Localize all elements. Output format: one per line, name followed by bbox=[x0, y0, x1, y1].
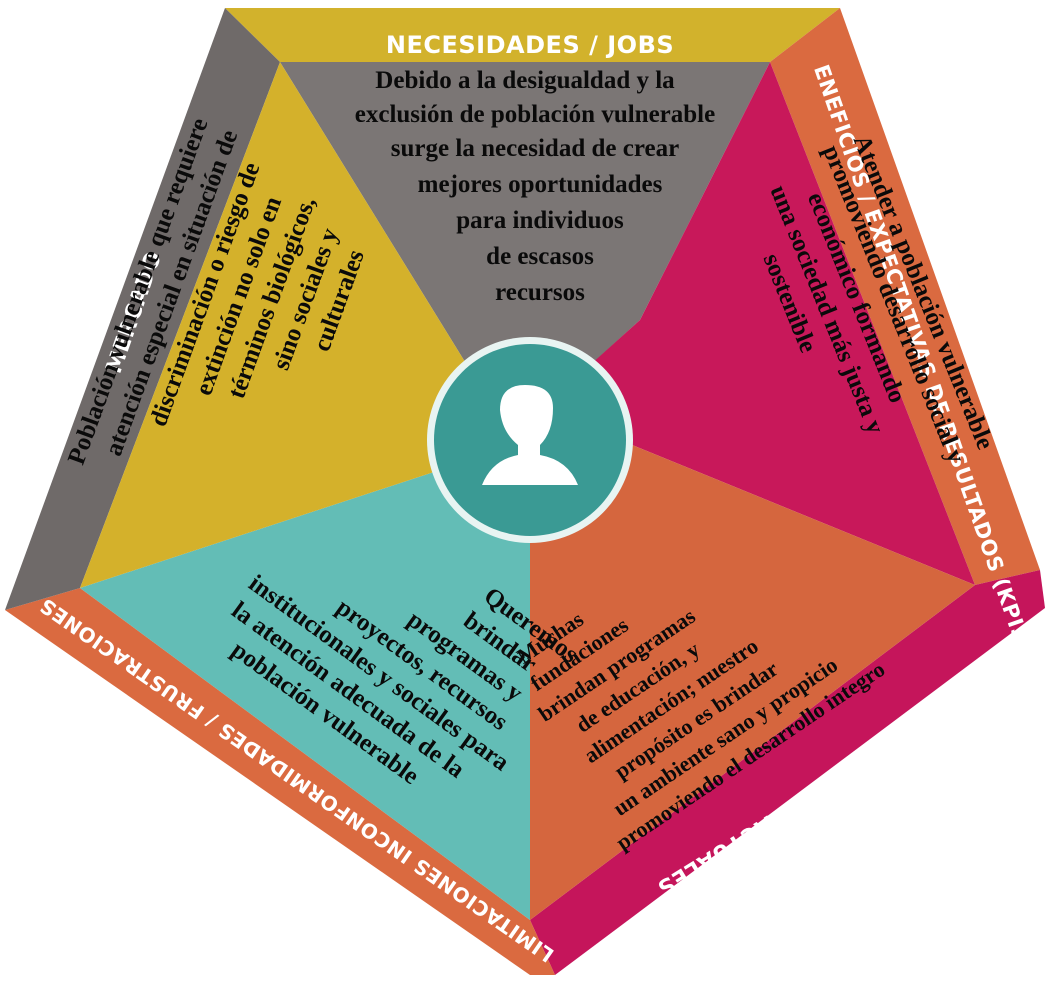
segment-left-yellow bbox=[80, 62, 470, 588]
top-line: de escasos bbox=[486, 243, 594, 270]
edge-label-top: NECESIDADES / JOBS bbox=[386, 31, 674, 59]
border-band-bottom-left bbox=[5, 588, 555, 975]
border-band-right bbox=[770, 8, 1040, 585]
border-band-top bbox=[225, 8, 840, 62]
segment-bottom-right-orange bbox=[530, 440, 975, 920]
segment-text-top: Debido a la desigualdad y la exclusión d… bbox=[355, 67, 715, 306]
top-line: surge la necesidad de crear bbox=[391, 135, 679, 162]
border-band-bottom-right bbox=[530, 570, 1045, 975]
top-line: recursos bbox=[495, 279, 585, 306]
segment-bottom-left-teal bbox=[80, 470, 530, 920]
border-band-left bbox=[5, 8, 280, 610]
svg-text:NECESIDADES / JOBS: NECESIDADES / JOBS bbox=[386, 31, 674, 59]
top-line: para individuos bbox=[456, 207, 624, 234]
segment-top-gray bbox=[280, 62, 770, 420]
top-line: exclusión de población vulnerable bbox=[355, 101, 715, 128]
top-line: mejores oportunidades bbox=[418, 171, 663, 198]
top-line: Debido a la desigualdad y la bbox=[375, 67, 675, 94]
segment-right-magenta bbox=[590, 62, 975, 585]
user-icon bbox=[482, 385, 578, 485]
